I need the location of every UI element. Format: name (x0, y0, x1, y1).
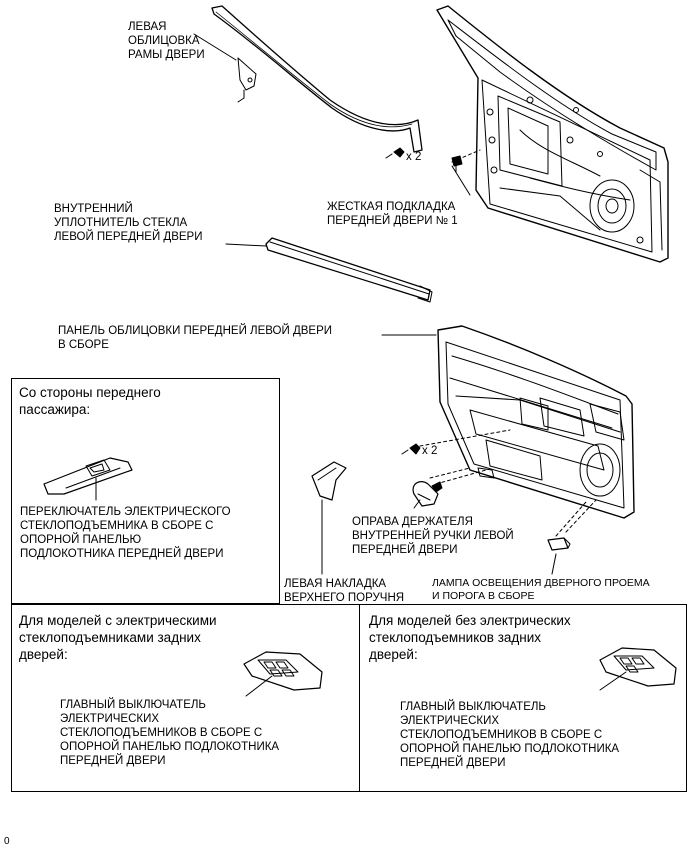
without-rear-box-part-label: ГЛАВНЫЙ ВЫКЛЮЧАТЕЛЬ ЭЛЕКТРИЧЕСКИХ СТЕКЛО… (400, 701, 620, 769)
label-pad: ЖЕСТКАЯ ПОДКЛАДКА ПЕРЕДНЕЙ ДВЕРИ № 1 (327, 201, 458, 227)
label-count-x2-mid: x 2 (422, 445, 438, 457)
master-switch-without-rear-drawing (599, 647, 677, 687)
leader-pad (451, 165, 471, 196)
frame-garnish-drawing (211, 5, 423, 153)
footer-number: 0 (4, 836, 10, 847)
label-armrest-cover: ЛЕВАЯ НАКЛАДКА ВЕРХНЕГО ПОРУЧНЯ (284, 578, 405, 604)
master-switch-with-rear-drawing (243, 651, 323, 691)
passenger-switch-drawing (43, 457, 133, 495)
with-rear-box-title: Для моделей с электрическими стеклоподъе… (19, 613, 217, 662)
leader-weatherstrip (225, 243, 267, 247)
leader-master-switch-with-rear (245, 675, 273, 697)
without-rear-windows-box (359, 604, 687, 792)
label-courtesy-lamp: ЛАМПА ОСВЕЩЕНИЯ ДВЕРНОГО ПРОЕМА И ПОРОГА… (432, 577, 650, 602)
armrest-cover-drawing (311, 461, 347, 501)
clip-icon (401, 443, 421, 455)
without-rear-box-title: Для моделей без электрических стеклоподъ… (369, 613, 571, 662)
door-shell-drawing (436, 5, 669, 263)
clip-icon (385, 147, 405, 159)
install-lines (419, 429, 597, 537)
with-rear-box-part-label: ГЛАВНЫЙ ВЫКЛЮЧАТЕЛЬ ЭЛЕКТРИЧЕСКИХ СТЕКЛО… (60, 699, 280, 767)
handle-bezel-drawing (412, 481, 439, 507)
label-trim-panel: ПАНЕЛЬ ОБЛИЦОВКИ ПЕРЕДНЕЙ ЛЕВОЙ ДВЕРИ В … (58, 325, 333, 351)
trim-panel-drawing (437, 325, 635, 519)
leader-master-switch-without-rear (599, 671, 627, 691)
label-weatherstrip: ВНУТРЕННИЙ УПЛОТНИТЕЛЬ СТЕКЛА ЛЕВОЙ ПЕРЕ… (54, 203, 203, 243)
passenger-side-box (11, 378, 280, 604)
passenger-box-part-label: ПЕРЕКЛЮЧАТЕЛЬ ЭЛЕКТРИЧЕСКОГО СТЕКЛОПОДЪЕ… (20, 506, 231, 560)
label-count-x2-top: x 2 (406, 151, 422, 163)
leader-courtesy-lamp (551, 553, 557, 575)
passenger-box-title: Со стороны переднего пассажира: (19, 385, 161, 417)
weatherstrip-drawing (265, 237, 433, 303)
screw-icon (431, 481, 443, 493)
leader-handle-bezel (413, 499, 421, 509)
courtesy-lamp-drawing (547, 537, 571, 551)
label-handle-bezel: ОПРАВА ДЕРЖАТЕЛЯ ВНУТРЕННЕЙ РУЧКИ ЛЕВОЙ … (352, 516, 514, 556)
label-frame-garnish: ЛЕВАЯ ОБЛИЦОВКА РАМЫ ДВЕРИ (128, 21, 205, 61)
leader-frame-garnish (193, 33, 237, 61)
